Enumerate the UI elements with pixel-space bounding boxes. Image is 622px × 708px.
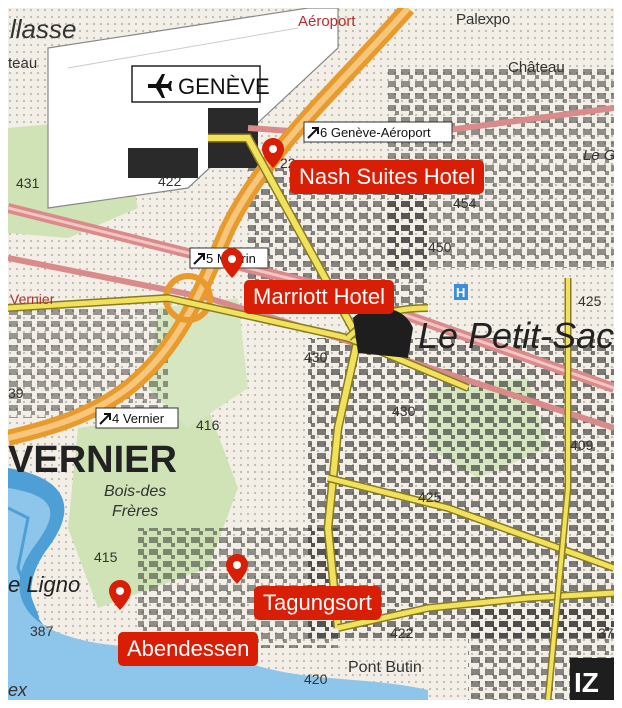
svg-text:425: 425 [418, 489, 442, 505]
marker-label-marriott-hotel[interactable]: Marriott Hotel [244, 280, 395, 314]
place-name: ex [8, 680, 28, 700]
svg-text:431: 431 [16, 175, 40, 191]
airport-runway [47, 8, 339, 209]
svg-text:6 Genève-Aéroport: 6 Genève-Aéroport [320, 125, 431, 140]
map-frame: llasse teau Aéroport Palexpo Château Le … [8, 8, 614, 700]
place-name: Aéroport [298, 13, 356, 30]
airport-label: GENÈVE [131, 65, 270, 103]
exit-sign-6: 6 Genève-Aéroport [303, 121, 453, 143]
exit-arrow-icon [307, 127, 319, 139]
place-name: Palexpo [456, 11, 510, 28]
svg-text:39: 39 [8, 385, 24, 401]
svg-text:422: 422 [390, 625, 414, 641]
urban-block [8, 308, 168, 418]
svg-text:387: 387 [30, 623, 54, 639]
place-name: Frères [112, 503, 158, 520]
hospital-h-icon: H [454, 284, 468, 300]
marker-label-tagungsort[interactable]: Tagungsort [254, 586, 381, 620]
station-block [353, 307, 413, 358]
exit-arrow-icon [99, 413, 111, 425]
svg-text:420: 420 [304, 671, 328, 687]
svg-text:430: 430 [304, 349, 328, 365]
svg-text:425: 425 [578, 293, 602, 309]
map-pin-icon[interactable] [109, 580, 131, 610]
marker-label-nash-suites-hotel[interactable]: Nash Suites Hotel [290, 160, 485, 194]
svg-text:422: 422 [158, 173, 182, 189]
place-name: Bois-des [104, 483, 166, 500]
svg-text:415: 415 [94, 549, 118, 565]
place-name: Le Petit-Sac [418, 315, 614, 356]
map-pin-icon[interactable] [226, 554, 248, 584]
place-name: teau [8, 55, 37, 72]
place-name: Château [508, 59, 565, 76]
svg-text:416: 416 [196, 417, 220, 433]
airport-name: GENÈVE [178, 74, 270, 99]
svg-text:IZ: IZ [574, 667, 599, 698]
svg-text:454: 454 [453, 195, 477, 211]
topographic-map[interactable]: llasse teau Aéroport Palexpo Château Le … [8, 8, 614, 700]
place-name: Vernier [10, 291, 55, 307]
svg-text:409: 409 [570, 437, 594, 453]
marker-label-abendessen[interactable]: Abendessen [118, 632, 259, 666]
place-name: e Ligno [8, 572, 80, 597]
airplane-icon [148, 74, 172, 98]
place-name: Le Gr [583, 147, 614, 164]
exit-arrow-icon [193, 253, 205, 265]
svg-text:430: 430 [392, 403, 416, 419]
svg-text:450: 450 [428, 239, 452, 255]
map-pin-icon[interactable] [221, 248, 243, 278]
map-pin-icon[interactable] [262, 138, 284, 168]
exit-sign-4: 4 Vernier [95, 407, 179, 429]
place-name: llasse [10, 14, 76, 44]
place-name: VERNIER [8, 439, 177, 481]
svg-text:4 Vernier: 4 Vernier [112, 411, 165, 426]
svg-text:H: H [456, 285, 465, 300]
svg-text:37: 37 [598, 625, 614, 641]
place-name: Pont Butin [348, 659, 422, 676]
